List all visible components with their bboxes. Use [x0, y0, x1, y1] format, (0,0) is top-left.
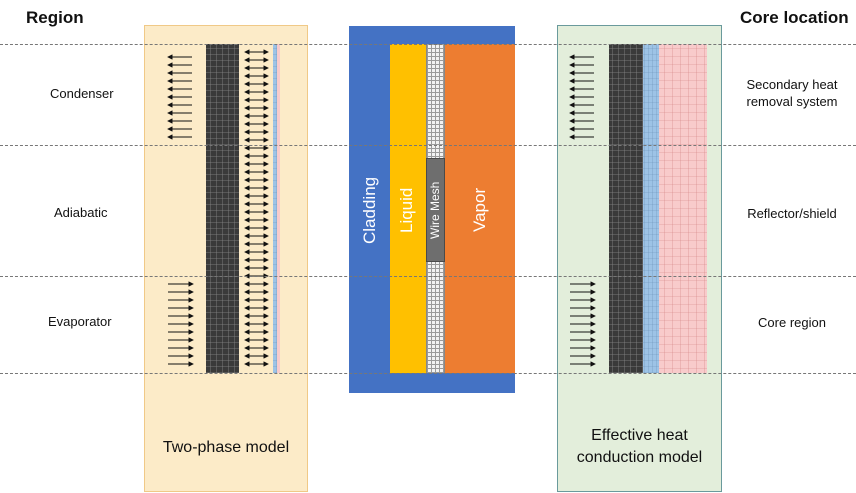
liquid-layer — [390, 44, 426, 373]
two-phase-mesh — [206, 44, 280, 373]
effective-conduction-mesh — [609, 44, 707, 373]
two-phase-model-caption: Two-phase model — [162, 439, 290, 456]
core-location-header: Core location — [740, 8, 849, 27]
core-location-secondary-heat-removal: Secondary heat removal system — [746, 77, 838, 109]
region-divider-top — [0, 44, 856, 45]
effective-heat-conduction-caption: Effective heat conduction model — [576, 427, 703, 466]
region-divider-condenser-adiabatic — [0, 145, 856, 146]
region-label-evaporator: Evaporator — [48, 314, 112, 329]
region-label-condenser: Condenser — [50, 86, 114, 101]
core-location-reflector-shield: Reflector/shield — [747, 206, 837, 221]
region-divider-adiabatic-evaporator — [0, 276, 856, 277]
wire-mesh-label-box — [426, 158, 445, 262]
region-divider-bottom — [0, 373, 856, 374]
vapor-layer — [445, 44, 515, 373]
region-header: Region — [26, 8, 84, 27]
flow-arrows — [167, 49, 596, 367]
core-location-core-region: Core region — [758, 315, 826, 330]
region-label-adiabatic: Adiabatic — [54, 205, 108, 220]
